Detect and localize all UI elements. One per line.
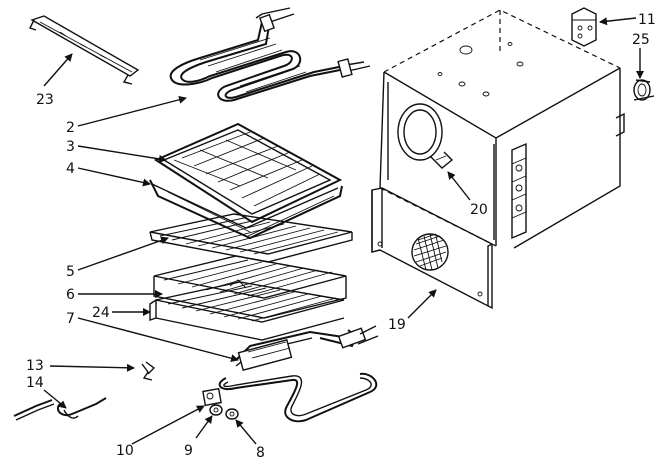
callout-labels: 23 2 3 4 5 6 24 7 13 14 10 9 8 19 20 11 … xyxy=(26,12,656,461)
part-7-bake-element xyxy=(218,325,379,423)
part-20-fan-ring xyxy=(397,103,454,169)
callout-24: 24 xyxy=(92,305,110,321)
part-13-clip xyxy=(141,361,156,381)
part-25-clamp xyxy=(633,79,655,101)
callout-23: 23 xyxy=(36,92,54,108)
part-19-front-panel xyxy=(371,187,493,310)
part-9-washer xyxy=(209,404,223,416)
oven-cavity xyxy=(379,9,625,249)
callout-13: 13 xyxy=(26,358,44,374)
callout-5: 5 xyxy=(66,264,75,280)
callout-8: 8 xyxy=(256,445,265,461)
callout-20: 20 xyxy=(470,202,488,218)
leader-lines xyxy=(43,17,644,445)
callout-19: 19 xyxy=(388,317,406,333)
part-24-oven-rack-lower xyxy=(149,281,345,341)
part-4-broiler-pan xyxy=(149,179,343,240)
callout-2: 2 xyxy=(66,120,75,136)
part-3-broiler-grid xyxy=(153,122,343,224)
part-5-oven-rack-upper xyxy=(149,213,353,263)
callout-14: 14 xyxy=(26,375,44,391)
callout-6: 6 xyxy=(66,287,75,303)
part-6-oven-rack-middle xyxy=(153,255,347,319)
part-8-nut xyxy=(225,408,239,420)
part-23-rack-support xyxy=(29,15,140,85)
callout-4: 4 xyxy=(66,161,75,177)
part-2-heating-element xyxy=(169,7,371,102)
callout-11: 11 xyxy=(638,12,656,28)
callout-7: 7 xyxy=(66,311,75,327)
callout-3: 3 xyxy=(66,139,75,155)
callout-25: 25 xyxy=(632,32,650,48)
callout-10: 10 xyxy=(116,443,134,459)
part-10-terminal-block xyxy=(202,387,222,407)
part-14-sensor xyxy=(13,397,107,421)
part-11-bracket xyxy=(571,7,597,47)
callout-9: 9 xyxy=(184,443,193,459)
